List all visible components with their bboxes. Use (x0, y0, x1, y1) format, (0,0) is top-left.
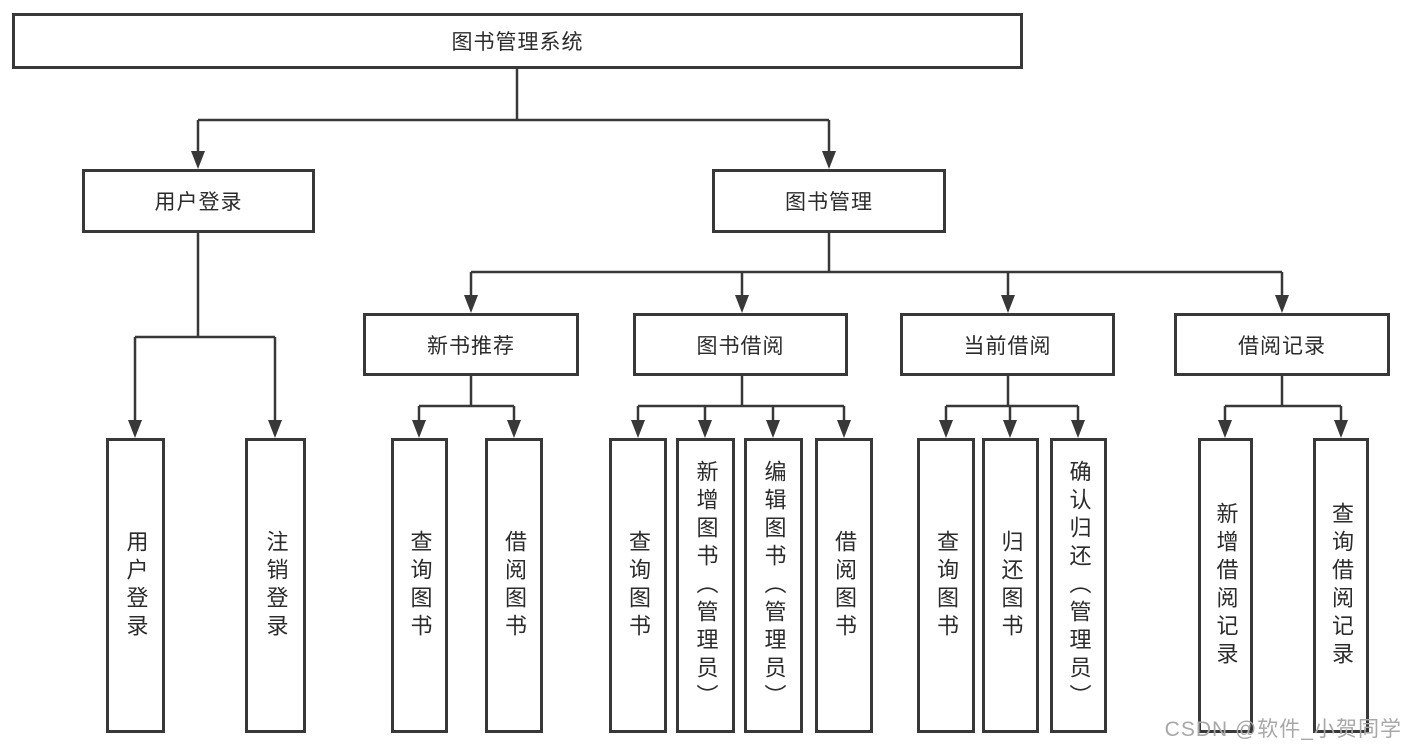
connector-book-mgmt-children (469, 233, 1284, 296)
node-book-management: 图书管理 (712, 169, 946, 233)
connector-user-login-children (133, 233, 277, 421)
leaf-recommend-borrow-books: 借阅图书 (485, 438, 543, 733)
node-label: 用户登录 (123, 529, 149, 642)
arrowhead-icon (939, 420, 953, 438)
node-label: 编辑图书（管理员） (761, 459, 787, 712)
node-label: 用户登录 (154, 191, 243, 214)
arrowhead-icon (1334, 420, 1348, 438)
node-label: 查询借阅记录 (1329, 501, 1354, 670)
connector-book-borrow-children (636, 376, 846, 421)
leaf-current-confirm-return-admin: 确认归还（管理员） (1050, 438, 1107, 733)
node-current-borrowing: 当前借阅 (900, 313, 1115, 376)
connector-current-borrow-children (944, 376, 1080, 421)
leaf-recommend-query-books: 查询图书 (391, 438, 448, 733)
leaf-borrowing-add-books-admin: 新增图书（管理员） (676, 438, 735, 733)
leaf-current-return-books: 归还图书 (982, 438, 1039, 733)
connector-new-book-rec-children (417, 376, 516, 421)
arrowhead-icon (735, 295, 749, 313)
arrowhead-icon (631, 420, 645, 438)
node-label: 注销登录 (263, 529, 289, 642)
node-label: 确认归还（管理员） (1066, 459, 1092, 712)
arrowhead-icon (1001, 295, 1015, 313)
leaf-borrowing-borrow-books: 借阅图书 (815, 438, 873, 733)
arrowhead-icon (698, 420, 712, 438)
node-book-borrowing: 图书借阅 (633, 313, 848, 376)
leaf-logout: 注销登录 (245, 438, 306, 733)
leaf-records-query-record: 查询借阅记录 (1313, 438, 1369, 733)
arrowhead-icon (822, 151, 836, 169)
leaf-current-query-books: 查询图书 (917, 438, 975, 733)
arrowhead-icon (464, 295, 478, 313)
connector-root-to-level2 (196, 69, 831, 152)
node-label: 新增借阅记录 (1213, 501, 1239, 670)
leaf-user-login: 用户登录 (106, 438, 165, 733)
node-new-book-recommend: 新书推荐 (363, 313, 579, 376)
node-label: 图书管理 (785, 191, 873, 214)
arrowhead-icon (191, 151, 205, 169)
node-label: 新书推荐 (427, 334, 515, 358)
connector-lines (133, 69, 1343, 421)
node-label: 图书借阅 (696, 334, 785, 358)
node-label: 借阅图书 (832, 529, 857, 642)
node-label: 当前借阅 (963, 334, 1052, 358)
node-label: 新增图书（管理员） (693, 459, 719, 712)
node-borrowing-records: 借阅记录 (1174, 313, 1390, 376)
arrowhead-icon (766, 420, 780, 438)
csdn-watermark: CSDN @软件_小贺同学 (1164, 718, 1402, 741)
arrowhead-icon (507, 420, 521, 438)
arrowhead-icon (1218, 420, 1232, 438)
node-label: 借阅图书 (502, 529, 527, 642)
node-label: 借阅记录 (1238, 334, 1326, 358)
arrowhead-icon (1003, 420, 1017, 438)
arrowheads (128, 151, 1348, 438)
node-system-root: 图书管理系统 (12, 13, 1023, 69)
node-label: 图书管理系统 (451, 31, 584, 54)
leaf-records-add-record: 新增借阅记录 (1198, 438, 1253, 733)
node-label: 查询图书 (934, 529, 959, 642)
connector-borrow-records-children (1223, 376, 1343, 421)
arrowhead-icon (128, 420, 142, 438)
arrowhead-icon (1275, 295, 1289, 313)
arrowhead-icon (268, 420, 282, 438)
arrowhead-icon (412, 420, 426, 438)
leaf-borrowing-query-books: 查询图书 (609, 438, 667, 733)
node-user-login: 用户登录 (82, 169, 315, 233)
node-label: 查询图书 (626, 529, 651, 642)
node-label: 查询图书 (407, 529, 433, 642)
node-label: 归还图书 (998, 529, 1024, 642)
arrowhead-icon (837, 420, 851, 438)
arrowhead-icon (1071, 420, 1085, 438)
leaf-borrowing-edit-books-admin: 编辑图书（管理员） (744, 438, 803, 733)
